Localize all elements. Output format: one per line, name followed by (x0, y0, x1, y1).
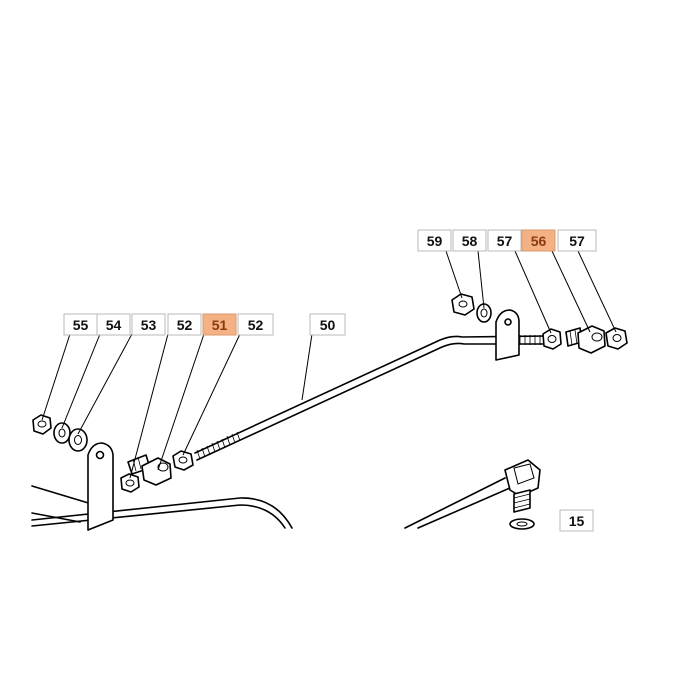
callout-50-number: 50 (320, 317, 336, 333)
part-56-swivel (565, 325, 606, 354)
callout-57-right-number: 57 (569, 233, 585, 249)
callout-57-left: 57 (487, 229, 522, 252)
callout-55-number: 55 (73, 317, 89, 333)
callout-50: 50 (309, 313, 346, 336)
lower-right-rod (404, 459, 541, 530)
right-bracket (495, 309, 520, 361)
callout-52-left-number: 52 (177, 317, 193, 333)
callout-57-left-number: 57 (497, 233, 513, 249)
part-57-nut-left (542, 328, 562, 350)
callout-52-right: 52 (237, 313, 274, 336)
callout-52-left: 52 (167, 313, 202, 336)
callout-54: 54 (96, 313, 131, 336)
callout-56: 56 (521, 229, 556, 252)
callout-55: 55 (63, 313, 98, 336)
callout-53: 53 (131, 313, 166, 336)
part-54-washer (53, 422, 71, 444)
callout-15: 15 (559, 509, 594, 532)
leader-lines (41, 250, 617, 479)
part-55-nut (32, 414, 52, 435)
left-bracket (87, 442, 114, 531)
callout-59: 59 (417, 229, 452, 252)
part-51-swivel (127, 454, 172, 486)
callout-15-number: 15 (569, 513, 585, 529)
main-rod (194, 335, 549, 461)
callout-54-number: 54 (106, 317, 122, 333)
callout-56-number: 56 (531, 233, 547, 249)
part-52-nut-upper (172, 450, 194, 471)
rod-left-thread (196, 431, 241, 460)
callout-51-number: 51 (212, 317, 228, 333)
callout-59-number: 59 (427, 233, 443, 249)
callout-53-number: 53 (141, 317, 157, 333)
callout-58-number: 58 (462, 233, 478, 249)
part-53-washer (68, 428, 88, 452)
callout-52-right-number: 52 (248, 317, 264, 333)
chassis-frame (31, 485, 293, 529)
callout-58: 58 (452, 229, 487, 252)
part-59-nut (451, 293, 475, 316)
callout-51: 51 (202, 313, 237, 336)
callout-57-right: 57 (557, 229, 597, 252)
part-52-nut-lower (120, 473, 140, 493)
part-57-nut-right (605, 327, 628, 350)
